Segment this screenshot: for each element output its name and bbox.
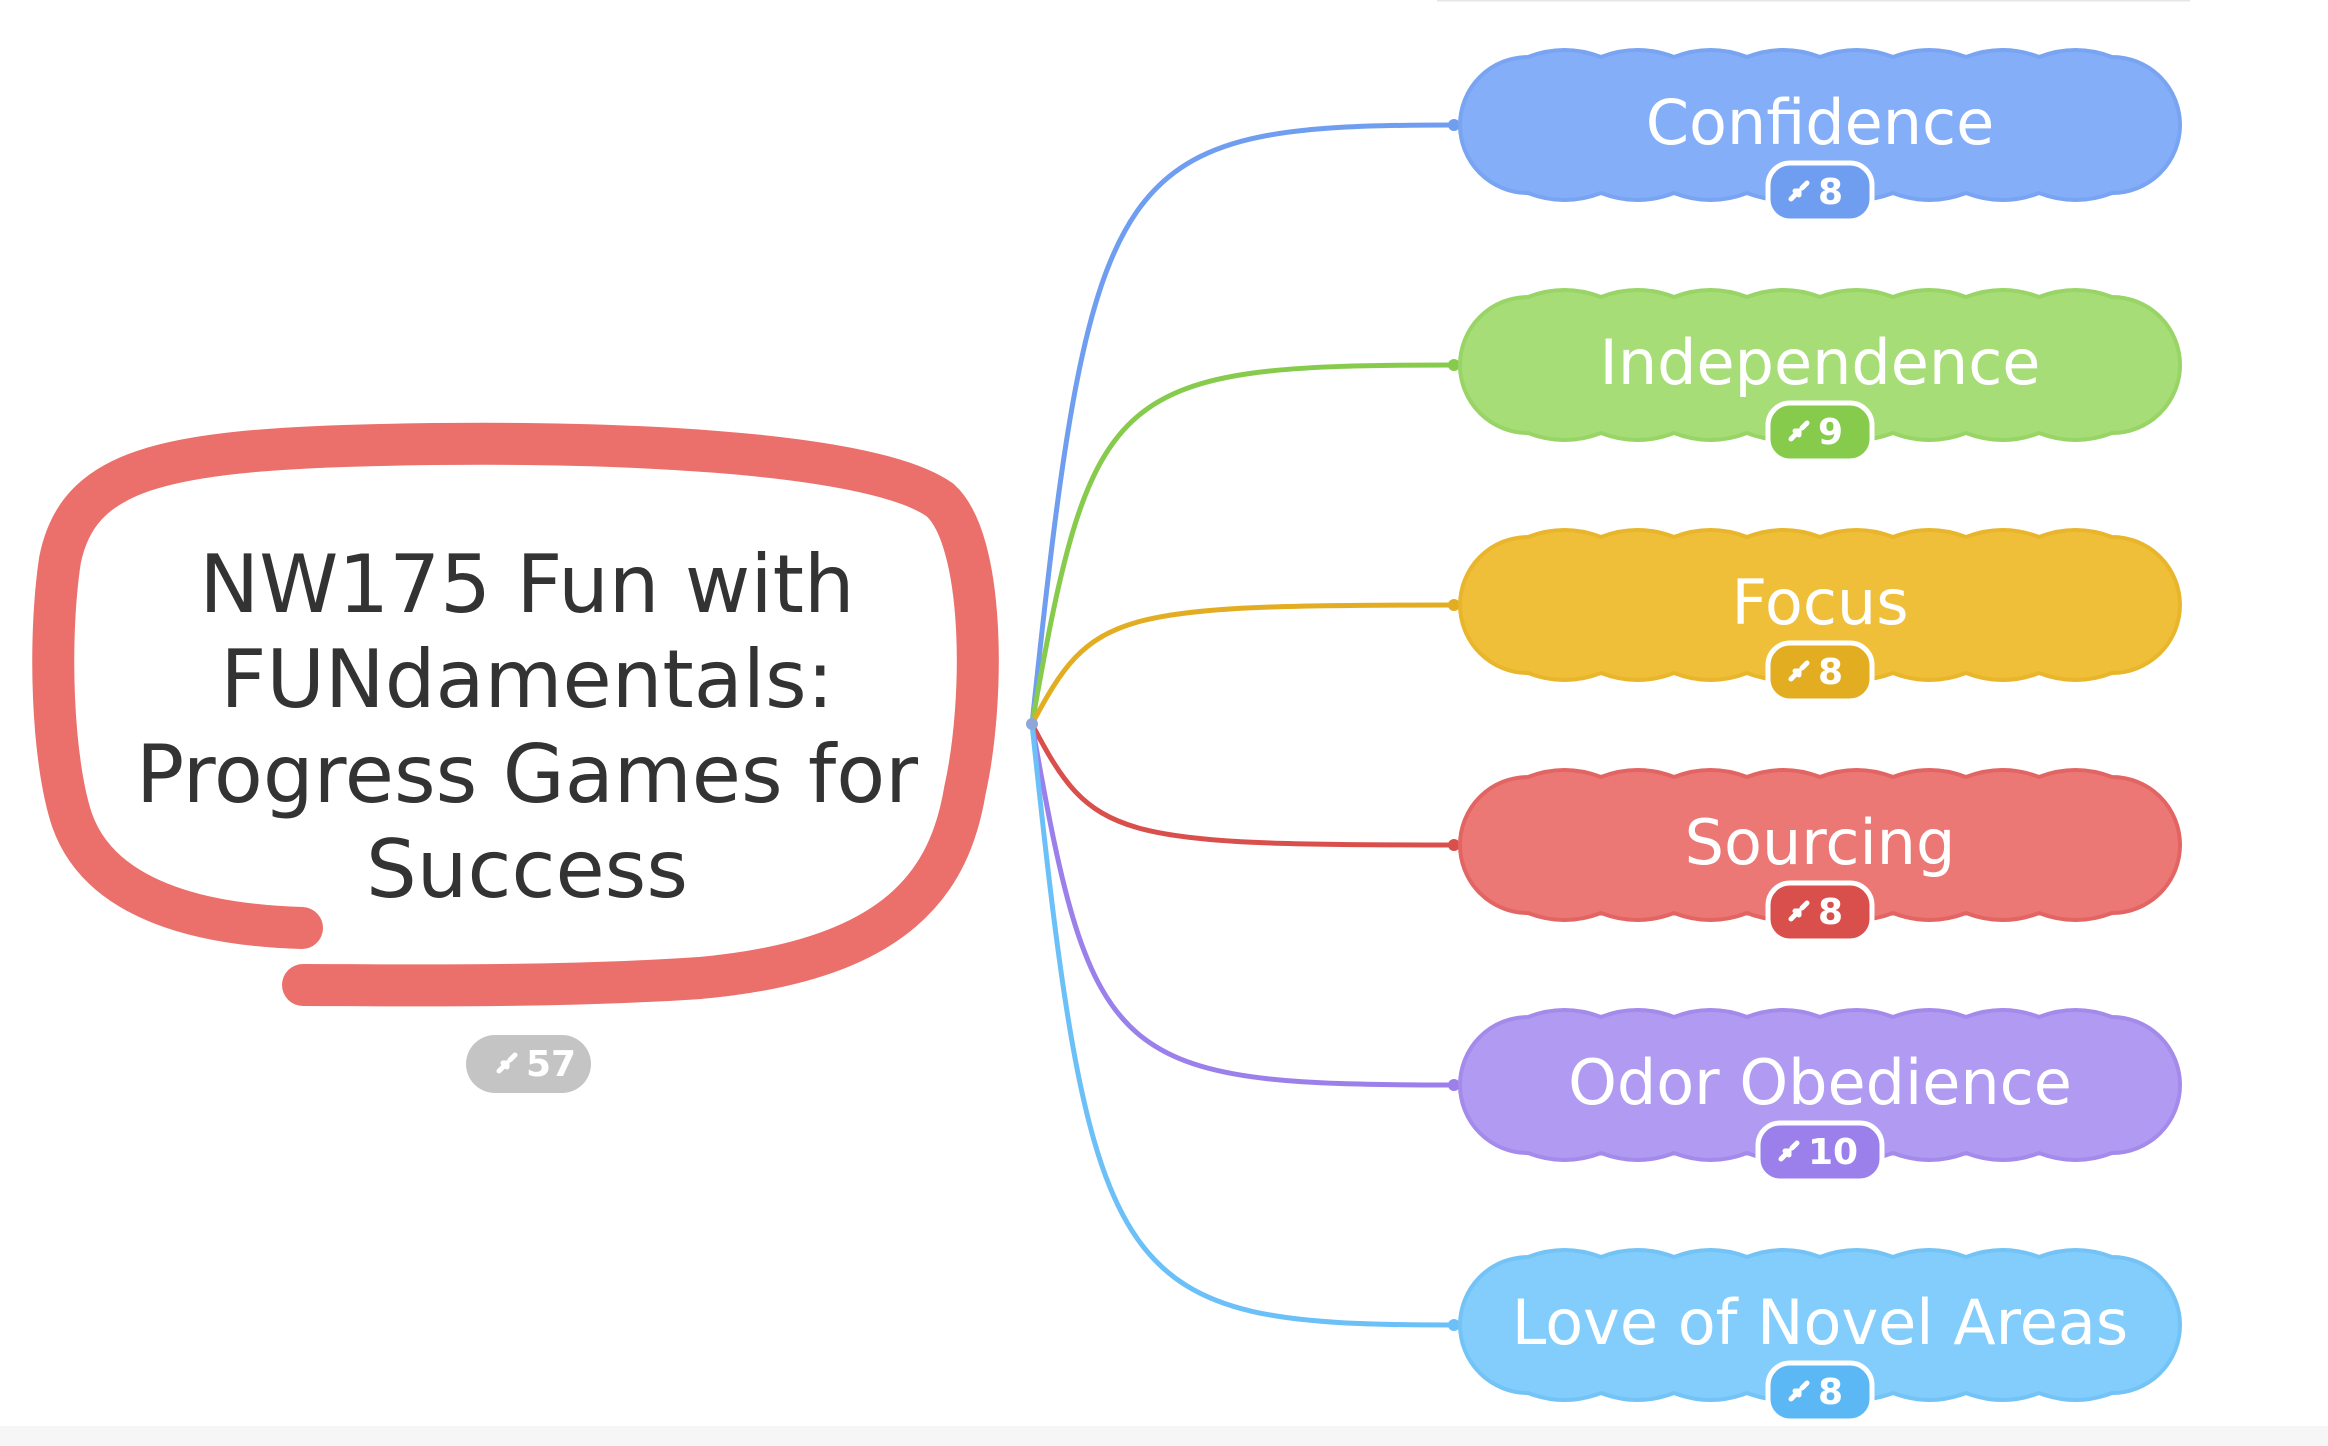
subtopic-badge-pill	[1765, 1360, 1875, 1424]
collapse-icon	[1788, 420, 1810, 442]
subtopic-cloud-shape	[1458, 288, 2182, 442]
central-topic-line-3: Progress Games for	[136, 728, 918, 821]
subtopic-badge-pill	[1755, 1120, 1885, 1184]
subtopic-badge-pill	[1765, 880, 1875, 944]
central-topic-line-2: FUNdamentals:	[220, 633, 833, 726]
subtopic-badge-pill	[1765, 400, 1875, 464]
collapse-icon	[496, 1052, 518, 1074]
collapse-icon	[1778, 1140, 1800, 1162]
subtopic-node[interactable]: Odor Obedience	[1458, 1008, 2182, 1162]
collapse-icon	[1788, 180, 1810, 202]
subtopic-cloud-shape	[1458, 1008, 2182, 1162]
subtopic-label: Focus	[1731, 566, 1908, 639]
subtopic-node[interactable]: Focus	[1458, 528, 2182, 682]
subtopic-count: 8	[1818, 892, 1843, 933]
branch-junction	[1026, 718, 1038, 730]
subtopic-node[interactable]: Independence	[1458, 288, 2182, 442]
central-topic-line-1: NW175 Fun with	[199, 538, 854, 631]
connector-line	[1029, 362, 1455, 725]
subtopic-collapse-badge[interactable]: 8	[1765, 1360, 1875, 1424]
subtopic-cloud-shape	[1458, 48, 2182, 202]
subtopic-node[interactable]: Sourcing	[1458, 768, 2182, 922]
subtopic-collapse-badge[interactable]: 8	[1765, 160, 1875, 224]
subtopic-collapse-badge[interactable]: 8	[1765, 880, 1875, 944]
connector-end-dot	[1448, 1079, 1460, 1091]
connector-line	[1029, 722, 1455, 848]
subtopic-node[interactable]: Love of Novel Areas	[1458, 1248, 2182, 1402]
subtopic-node[interactable]: Confidence	[1458, 48, 2182, 202]
connectors	[1029, 119, 1460, 1331]
collapse-icon	[1788, 900, 1810, 922]
connector-end-dot	[1448, 359, 1460, 371]
connector-line	[1029, 122, 1455, 725]
subtopic-label: Odor Obedience	[1568, 1046, 2072, 1119]
central-topic-count: 57	[526, 1044, 576, 1085]
subtopics: Confidence8Independence9Focus8Sourcing8O…	[1458, 48, 2182, 1424]
collapse-icon	[1788, 1380, 1810, 1402]
subtopic-count: 8	[1818, 652, 1843, 693]
subtopic-badge-pill	[1765, 160, 1875, 224]
central-topic[interactable]: NW175 Fun with FUNdamentals: Progress Ga…	[32, 422, 999, 1007]
subtopic-collapse-badge[interactable]: 10	[1755, 1120, 1885, 1184]
collapse-icon	[1788, 660, 1810, 682]
subtopic-cloud-shape	[1458, 1248, 2182, 1402]
central-topic-collapse-badge[interactable]: 57	[466, 1035, 591, 1093]
subtopic-count: 9	[1818, 412, 1843, 453]
connector-end-dot	[1448, 839, 1460, 851]
connector-end-dot	[1448, 599, 1460, 611]
subtopic-collapse-badge[interactable]: 9	[1765, 400, 1875, 464]
subtopic-cloud-shape	[1458, 768, 2182, 922]
subtopic-label: Independence	[1600, 326, 2041, 399]
subtopic-label: Sourcing	[1685, 806, 1956, 879]
connector-line	[1029, 723, 1455, 1328]
connector-line	[1029, 723, 1455, 1088]
subtopic-label: Love of Novel Areas	[1512, 1286, 2128, 1359]
central-topic-badge-pill	[466, 1035, 591, 1093]
central-topic-outline	[32, 422, 999, 1007]
subtopic-label: Confidence	[1646, 86, 1995, 159]
subtopic-collapse-badge[interactable]: 8	[1765, 640, 1875, 704]
central-topic-line-4: Success	[366, 823, 688, 916]
subtopic-cloud-shape	[1458, 528, 2182, 682]
subtopic-count: 8	[1818, 1372, 1843, 1413]
canvas-bottom-shade	[0, 1426, 2328, 1446]
subtopic-count: 8	[1818, 172, 1843, 213]
connector-end-dot	[1448, 1319, 1460, 1331]
subtopic-count: 10	[1808, 1132, 1858, 1173]
connector-end-dot	[1448, 119, 1460, 131]
connector-line	[1029, 602, 1455, 726]
subtopic-badge-pill	[1765, 640, 1875, 704]
